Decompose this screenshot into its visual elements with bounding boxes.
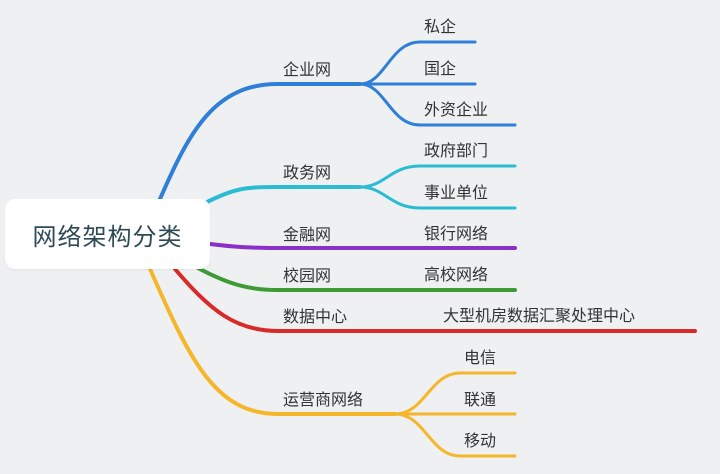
connector-carrier [148, 267, 397, 416]
leaf-university-network[interactable]: 高校网络 [424, 265, 489, 284]
connector-government [203, 185, 362, 205]
connector-public-institution [358, 185, 517, 210]
connector-foreign-enterprise [358, 82, 517, 127]
connector-private-enterprise [358, 40, 477, 86]
branch-label-finance[interactable]: 金融网 [283, 225, 332, 244]
connector-finance [208, 242, 517, 250]
leaf-foreign-enterprise[interactable]: 外资企业 [424, 100, 489, 119]
leaf-china-mobile[interactable]: 移动 [464, 431, 497, 450]
branch-label-datacenter[interactable]: 数据中心 [283, 307, 348, 326]
root-node[interactable]: 网络架构分类 [5, 199, 210, 269]
leaf-china-unicom[interactable]: 联通 [464, 390, 497, 409]
leaf-large-datacenter[interactable]: 大型机房数据汇聚处理中心 [443, 306, 636, 325]
branch-label-enterprise[interactable]: 企业网 [283, 60, 332, 79]
leaf-bank-network[interactable]: 银行网络 [424, 224, 489, 243]
root-label: 网络架构分类 [32, 222, 183, 251]
connector-datacenter [173, 267, 697, 333]
leaf-china-telecom[interactable]: 电信 [464, 348, 497, 367]
branch-label-carrier[interactable]: 运营商网络 [283, 390, 364, 409]
connector-campus [196, 266, 517, 292]
leaf-government-department[interactable]: 政府部门 [424, 141, 489, 160]
leaf-public-institution[interactable]: 事业单位 [424, 183, 489, 202]
connector-china-telecom [393, 371, 517, 416]
connector-enterprise [158, 82, 362, 201]
branch-label-government[interactable]: 政务网 [283, 163, 332, 182]
branch-label-campus[interactable]: 校园网 [283, 266, 332, 285]
leaf-state-enterprise[interactable]: 国企 [424, 59, 457, 78]
leaf-private-enterprise[interactable]: 私企 [424, 17, 457, 36]
connector-china-mobile [393, 412, 517, 458]
